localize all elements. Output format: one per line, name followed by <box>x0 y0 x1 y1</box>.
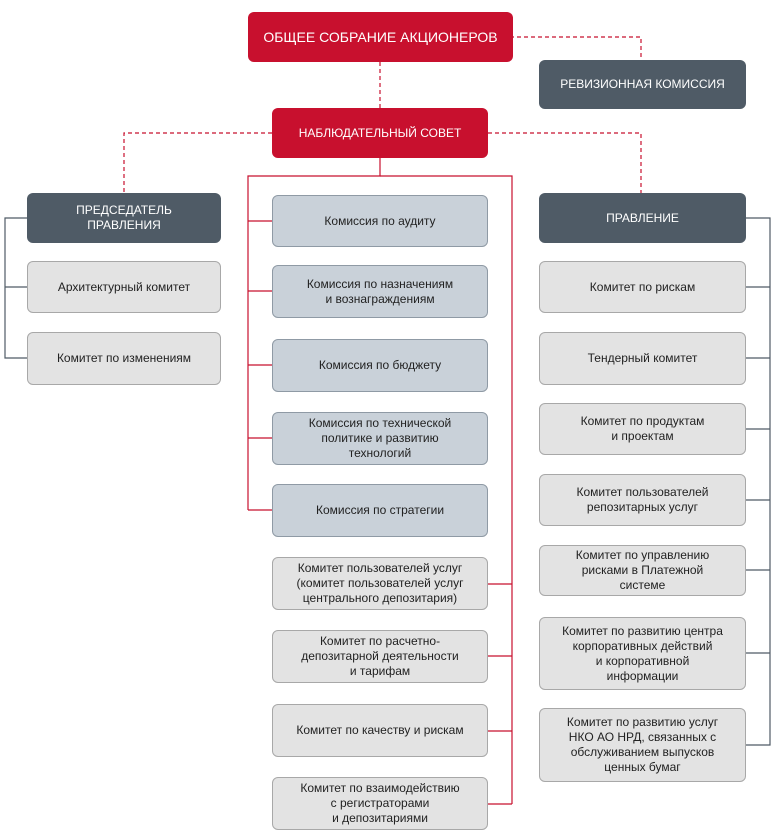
architecture-committee-box: Архитектурный комитет <box>27 261 221 313</box>
dashed-connectors <box>123 36 642 193</box>
committee-box-quality-risk: Комитет по качеству и рискам <box>272 704 488 757</box>
products-committee-box: Комитет по продуктам и проектам <box>539 403 746 455</box>
commission-box-strategy: Комиссия по стратегии <box>272 484 488 537</box>
audit-commission-box: РЕВИЗИОННАЯ КОМИССИЯ <box>539 60 746 109</box>
risk-committee-box: Комитет по рискам <box>539 261 746 313</box>
securities-services-committee-box: Комитет по развитию услуг НКО АО НРД, св… <box>539 708 746 782</box>
committee-box-settlement: Комитет по расчетно- депозитарной деятел… <box>272 630 488 683</box>
corporate-actions-committee-box: Комитет по развитию центра корпоративных… <box>539 617 746 690</box>
chairman-box: ПРЕДСЕДАТЕЛЬ ПРАВЛЕНИЯ <box>27 193 221 243</box>
commission-box-technical: Комиссия по технической политике и разви… <box>272 412 488 465</box>
committee-box-registrars: Комитет по взаимодействию с регистратора… <box>272 777 488 830</box>
tender-committee-box: Тендерный комитет <box>539 332 746 385</box>
management-board-box: ПРАВЛЕНИЕ <box>539 193 746 243</box>
committee-box-service-users: Комитет пользователей услуг (комитет пол… <box>272 557 488 610</box>
shareholders-meeting-box: ОБЩЕЕ СОБРАНИЕ АКЦИОНЕРОВ <box>248 12 513 62</box>
management-connectors <box>4 217 771 746</box>
board-connectors <box>247 158 513 805</box>
commission-box-audit: Комиссия по аудиту <box>272 195 488 247</box>
payment-risk-committee-box: Комитет по управлению рисками в Платежно… <box>539 545 746 596</box>
commission-box-nominations: Комиссия по назначениям и вознаграждения… <box>272 265 488 318</box>
commission-box-budget: Комиссия по бюджету <box>272 339 488 392</box>
repository-users-committee-box: Комитет пользователей репозитарных услуг <box>539 474 746 526</box>
change-committee-box: Комитет по изменениям <box>27 332 221 385</box>
supervisory-board-box: НАБЛЮДАТЕЛЬНЫЙ СОВЕТ <box>272 108 488 158</box>
